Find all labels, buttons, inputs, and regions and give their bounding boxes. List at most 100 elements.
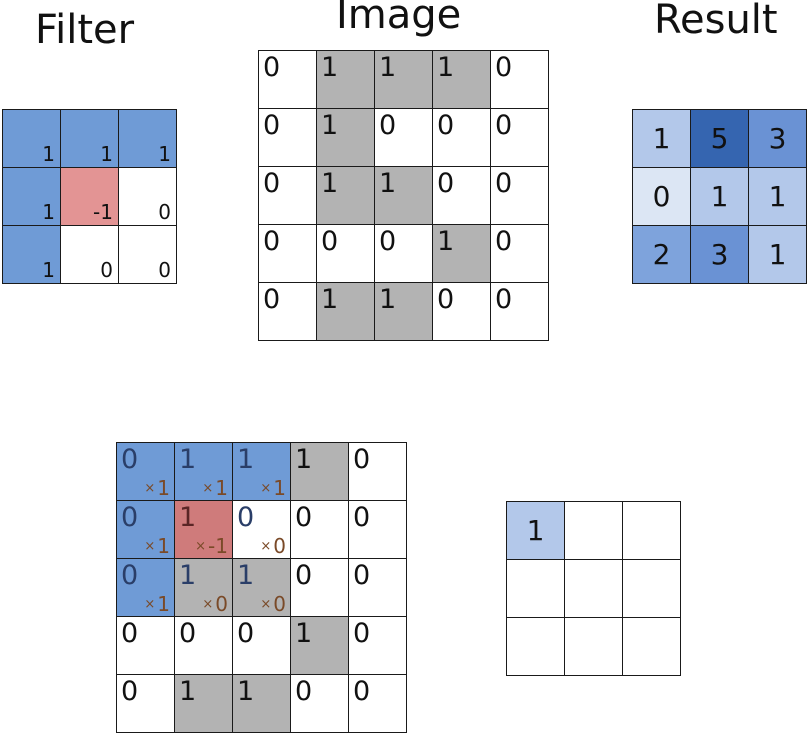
- conv-overlay-cell: 1×0: [232, 558, 291, 617]
- image-cell: 0: [374, 108, 433, 167]
- conv-cell-value: 0: [121, 560, 139, 591]
- filter-cell: 1: [2, 225, 61, 284]
- partial-result-cell: [564, 559, 623, 618]
- conv-overlay-cell: 0×1: [116, 558, 175, 617]
- filter-cell: 1: [2, 109, 61, 168]
- image-cell-value: 1: [379, 284, 397, 315]
- filter-cell: 1: [118, 109, 177, 168]
- multiply-sign: ×: [202, 597, 214, 612]
- conv-multiplier: ×0: [260, 536, 286, 557]
- conv-multiplier-value: 0: [273, 534, 286, 558]
- image-cell: 1: [316, 166, 375, 225]
- image-cell-value: 1: [437, 226, 455, 257]
- image-cell-value: 0: [379, 110, 397, 141]
- conv-cell-value: 0: [121, 676, 139, 707]
- image-cell-value: 0: [495, 52, 513, 83]
- filter-cell-value: 1: [42, 258, 55, 282]
- conv-image-cell: 0: [174, 616, 233, 675]
- conv-cell-value: 0: [237, 618, 255, 649]
- result-cell: 3: [690, 225, 749, 284]
- multiply-sign: ×: [195, 539, 207, 554]
- conv-multiplier-value: 1: [157, 592, 170, 616]
- result-cell: 0: [632, 167, 691, 226]
- image-title: Image: [336, 0, 462, 38]
- image-cell: 1: [374, 282, 433, 341]
- filter-cell-value: 0: [158, 258, 171, 282]
- result-cell: 1: [748, 225, 807, 284]
- partial-result-cell: [564, 501, 623, 560]
- multiply-sign: ×: [202, 481, 214, 496]
- partial-result-cell: [622, 501, 681, 560]
- image-cell-value: 1: [379, 168, 397, 199]
- conv-multiplier-value: 0: [273, 592, 286, 616]
- image-cell: 0: [258, 224, 317, 283]
- conv-image-cell: 0: [348, 500, 407, 559]
- image-cell-value: 1: [379, 52, 397, 83]
- multiply-sign: ×: [144, 597, 156, 612]
- conv-multiplier-value: 1: [273, 476, 286, 500]
- conv-image-cell: 0: [348, 674, 407, 733]
- conv-cell-value: 0: [295, 560, 313, 591]
- conv-overlay-cell: 0×0: [232, 500, 291, 559]
- filter-cell-value: 1: [100, 142, 113, 166]
- conv-image-cell: 0: [348, 558, 407, 617]
- image-cell: 0: [490, 224, 549, 283]
- result-cell: 1: [632, 109, 691, 168]
- result-cell: 2: [632, 225, 691, 284]
- image-cell: 1: [432, 224, 491, 283]
- conv-cell-value: 1: [179, 676, 197, 707]
- image-cell-value: 0: [263, 226, 281, 257]
- image-cell: 0: [374, 224, 433, 283]
- conv-image-cell: 1: [232, 674, 291, 733]
- partial-result-cell: [622, 617, 681, 676]
- filter-cell-value: 0: [100, 258, 113, 282]
- conv-cell-value: 0: [295, 502, 313, 533]
- result-cell-value: 2: [652, 237, 671, 271]
- image-cell-value: 1: [321, 110, 339, 141]
- conv-cell-value: 0: [179, 618, 197, 649]
- image-cell: 0: [432, 166, 491, 225]
- image-cell: 0: [432, 282, 491, 341]
- conv-cell-value: 0: [121, 618, 139, 649]
- filter-title: Filter: [35, 7, 135, 53]
- partial-result-cell: [506, 559, 565, 618]
- conv-overlay-cell: 1×-1: [174, 500, 233, 559]
- conv-image-cell: 0: [116, 616, 175, 675]
- conv-cell-value: 1: [237, 560, 255, 591]
- partial-result-cell: [506, 617, 565, 676]
- image-cell: 1: [374, 50, 433, 109]
- filter-cell: -1: [60, 167, 119, 226]
- image-cell-value: 1: [321, 284, 339, 315]
- image-cell: 0: [258, 282, 317, 341]
- conv-image-cell: 0: [116, 674, 175, 733]
- conv-cell-value: 0: [237, 502, 255, 533]
- conv-cell-value: 1: [237, 676, 255, 707]
- image-cell-value: 0: [379, 226, 397, 257]
- filter-cell-value: 1: [42, 200, 55, 224]
- filter-cell-value: 0: [158, 200, 171, 224]
- conv-cell-value: 0: [353, 560, 371, 591]
- filter-cell-value: 1: [158, 142, 171, 166]
- image-cell: 0: [490, 108, 549, 167]
- result-cell-value: 5: [710, 121, 729, 155]
- conv-cell-value: 1: [295, 618, 313, 649]
- partial-result-cell: 1: [506, 501, 565, 560]
- conv-cell-value: 1: [179, 560, 197, 591]
- image-cell: 1: [432, 50, 491, 109]
- conv-image-cell: 0: [348, 616, 407, 675]
- partial-result-cell: [564, 617, 623, 676]
- multiply-sign: ×: [260, 481, 272, 496]
- conv-cell-value: 0: [121, 444, 139, 475]
- multiply-sign: ×: [260, 539, 272, 554]
- result-cell-value: 1: [768, 237, 787, 271]
- conv-cell-value: 0: [353, 502, 371, 533]
- result-cell: 1: [748, 167, 807, 226]
- conv-overlay-cell: 1×0: [174, 558, 233, 617]
- filter-cell-value: 1: [42, 142, 55, 166]
- image-cell-value: 0: [495, 284, 513, 315]
- image-cell-value: 1: [321, 52, 339, 83]
- image-cell-value: 1: [437, 52, 455, 83]
- result-cell: 3: [748, 109, 807, 168]
- image-cell: 0: [490, 166, 549, 225]
- conv-multiplier: ×1: [144, 594, 170, 615]
